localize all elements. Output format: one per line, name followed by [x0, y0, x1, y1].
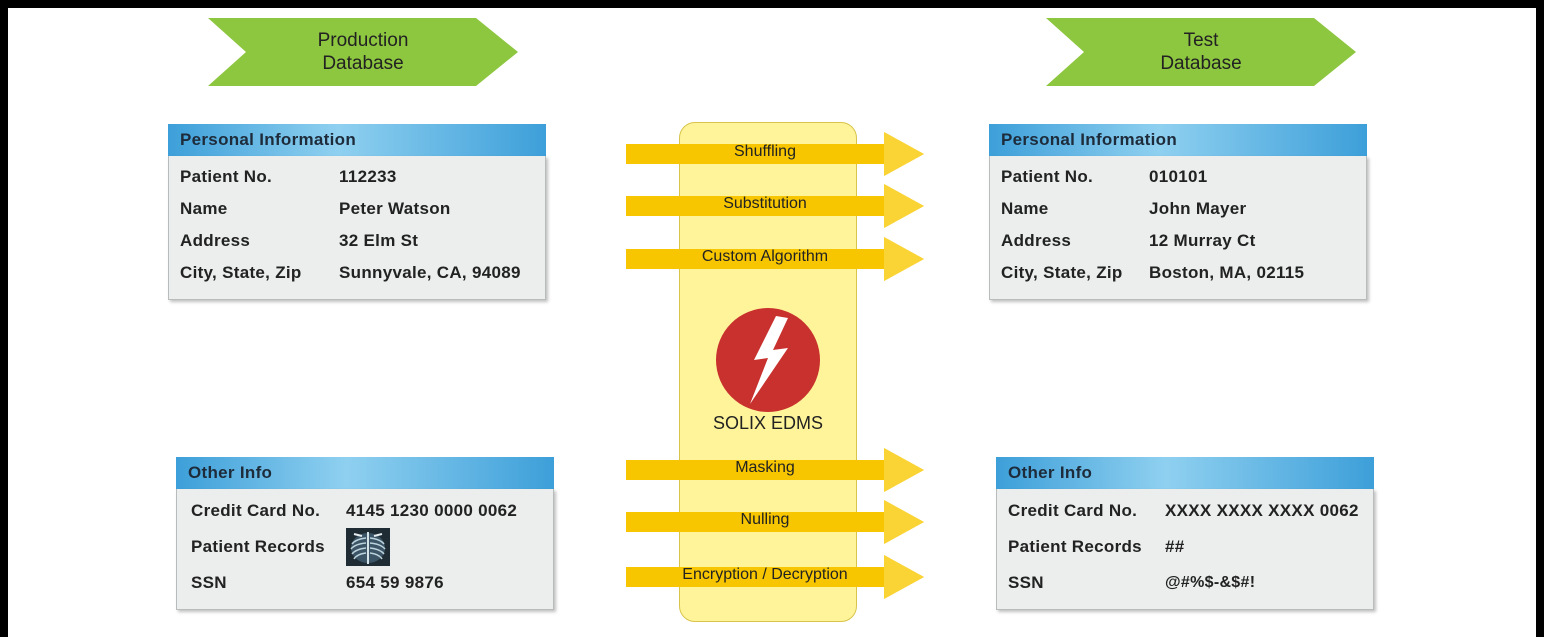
- xray-icon: [346, 528, 390, 566]
- card-title: Personal Information: [168, 124, 546, 156]
- technique-arrow-shuffling: Shuffling: [626, 132, 926, 176]
- card-title: Other Info: [176, 457, 554, 489]
- field-row: Patient Records: [177, 528, 553, 566]
- technique-label: Substitution: [723, 195, 807, 212]
- field-value: 112233: [339, 167, 397, 186]
- field-value: Peter Watson: [339, 199, 451, 218]
- field-row: SSN 654 59 9876: [177, 565, 553, 601]
- field-value: Boston, MA, 02115: [1149, 263, 1305, 282]
- field-label: Name: [180, 199, 228, 218]
- technique-arrow-nulling: Nulling: [626, 500, 926, 544]
- frame-border-top: [0, 0, 1544, 8]
- field-row: Address 32 Elm St: [169, 225, 545, 257]
- frame-border-right: [1536, 0, 1544, 637]
- technique-label: Masking: [735, 459, 795, 476]
- field-row: Patient No. 112233: [169, 161, 545, 193]
- product-name: SOLIX EDMS: [712, 413, 824, 433]
- target-other-info-card: Other Info Credit Card No. XXXX XXXX XXX…: [996, 457, 1374, 610]
- field-label: Credit Card No.: [191, 501, 321, 520]
- field-row: SSN @#%$-&$#!: [997, 565, 1373, 601]
- field-row: Patient Records ##: [997, 529, 1373, 565]
- target-personal-info-card: Personal Information Patient No. 010101 …: [989, 124, 1367, 300]
- field-value: Sunnyvale, CA, 94089: [339, 263, 521, 282]
- field-label: City, State, Zip: [1001, 263, 1123, 282]
- field-label: Name: [1001, 199, 1049, 218]
- field-value: @#%$-&$#!: [1165, 574, 1256, 591]
- field-row: City, State, Zip Boston, MA, 02115: [990, 257, 1366, 289]
- field-label: Address: [1001, 231, 1072, 250]
- field-label: Patient Records: [191, 537, 325, 556]
- field-row: Address 12 Murray Ct: [990, 225, 1366, 257]
- production-database-chevron: Production Database: [208, 18, 518, 86]
- field-row: Credit Card No. 4145 1230 0000 0062: [177, 493, 553, 529]
- field-label: Patient No.: [180, 167, 273, 186]
- field-value: 654 59 9876: [346, 573, 444, 592]
- source-other-info-card: Other Info Credit Card No. 4145 1230 000…: [176, 457, 554, 610]
- field-value: John Mayer: [1149, 199, 1247, 218]
- technique-label: Encryption / Decryption: [682, 566, 848, 583]
- technique-label: Custom Algorithm: [701, 248, 829, 265]
- field-label: Patient Records: [1008, 537, 1142, 556]
- technique-arrow-masking: Masking: [626, 448, 926, 492]
- field-row: City, State, Zip Sunnyvale, CA, 94089: [169, 257, 545, 289]
- technique-arrow-encryption: Encryption / Decryption: [626, 555, 926, 599]
- field-value: 12 Murray Ct: [1149, 231, 1256, 250]
- production-label-line2: Database: [322, 53, 404, 74]
- source-personal-info-card: Personal Information Patient No. 112233 …: [168, 124, 546, 300]
- test-label-line2: Database: [1160, 53, 1242, 74]
- lightning-bolt-icon: [716, 308, 820, 412]
- field-label: Patient No.: [1001, 167, 1094, 186]
- technique-label: Shuffling: [734, 143, 796, 160]
- field-label: SSN: [191, 573, 227, 592]
- field-row: Name John Mayer: [990, 193, 1366, 225]
- field-label: City, State, Zip: [180, 263, 302, 282]
- test-label-line1: Test: [1183, 30, 1219, 51]
- field-row: Credit Card No. XXXX XXXX XXXX 0062: [997, 493, 1373, 529]
- technique-label: Nulling: [740, 511, 790, 528]
- field-value: 32 Elm St: [339, 231, 419, 250]
- field-label: Address: [180, 231, 251, 250]
- field-label: Credit Card No.: [1008, 501, 1138, 520]
- production-label-line1: Production: [317, 30, 409, 51]
- field-value: ##: [1165, 537, 1185, 556]
- field-row: Patient No. 010101: [990, 161, 1366, 193]
- test-database-chevron: Test Database: [1046, 18, 1356, 86]
- frame-border-left: [0, 0, 8, 637]
- card-title: Other Info: [996, 457, 1374, 489]
- technique-arrow-custom-algorithm: Custom Algorithm: [626, 237, 926, 281]
- field-value: XXXX XXXX XXXX 0062: [1165, 501, 1359, 520]
- card-title: Personal Information: [989, 124, 1367, 156]
- field-row: Name Peter Watson: [169, 193, 545, 225]
- field-label: SSN: [1008, 573, 1044, 592]
- technique-arrow-substitution: Substitution: [626, 184, 926, 228]
- field-value: 4145 1230 0000 0062: [346, 501, 518, 520]
- field-value: 010101: [1149, 167, 1208, 186]
